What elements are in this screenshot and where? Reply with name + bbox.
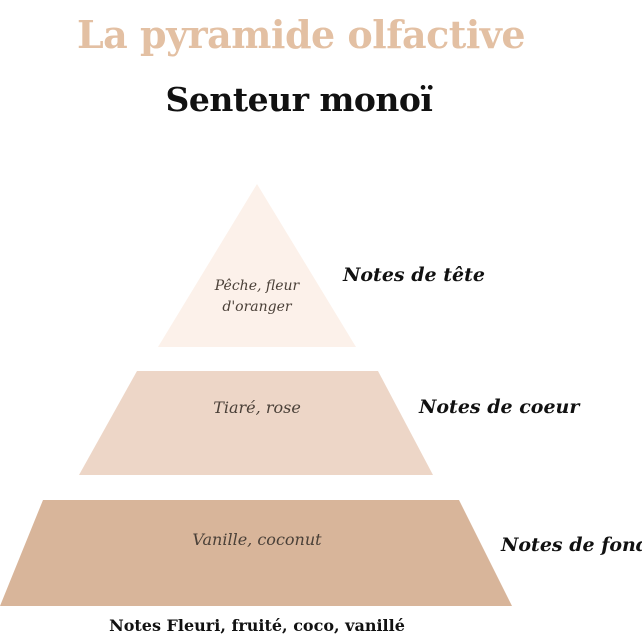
page-title: La pyramide olfactive bbox=[76, 12, 526, 57]
base-notes-label: Notes de fond bbox=[501, 534, 642, 556]
notes-summary: Notes Fleuri, fruité, coco, vanillé bbox=[109, 616, 405, 635]
heart-notes-text: Tiaré, rose bbox=[213, 398, 301, 417]
pyramid-level-middle bbox=[79, 371, 433, 475]
page-subtitle: Senteur monoï bbox=[165, 80, 433, 119]
top-notes-text: Pêche, fleur d'oranger bbox=[214, 278, 300, 315]
pyramid-level-top bbox=[158, 184, 356, 347]
base-notes-text: Vanille, coconut bbox=[192, 530, 322, 549]
top-notes-label: Notes de tête bbox=[343, 264, 485, 286]
pyramid-level-bottom bbox=[0, 500, 512, 606]
heart-notes-label: Notes de coeur bbox=[419, 396, 580, 418]
